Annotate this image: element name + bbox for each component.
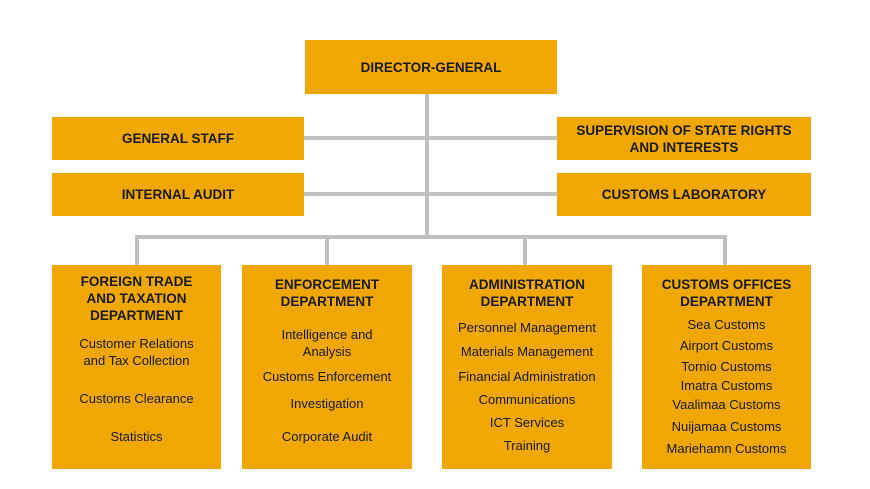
general-staff-box: GENERAL STAFF xyxy=(52,117,304,160)
general-staff-label: GENERAL STAFF xyxy=(121,131,234,146)
department-bus-line xyxy=(135,235,727,239)
dept-item: Mariehamn Customs xyxy=(666,441,787,456)
dept-item: Intelligence and Analysis xyxy=(281,327,373,359)
dept-item: Airport Customs xyxy=(679,338,774,353)
dept-item: Communications xyxy=(478,392,576,407)
dept-item: Imatra Customs xyxy=(680,378,773,393)
dept-item: Materials Management xyxy=(460,344,594,359)
drop-line-customs-offices xyxy=(723,235,727,265)
connector-laboratory xyxy=(429,192,557,196)
supervision-label: SUPERVISION OF STATE RIGHTS AND INTEREST… xyxy=(576,122,792,155)
customs-laboratory-label: CUSTOMS LABORATORY xyxy=(601,187,767,202)
dept-item: Statistics xyxy=(110,429,163,444)
supervision-box: SUPERVISION OF STATE RIGHTS AND INTEREST… xyxy=(557,117,811,160)
dept-administration-title: ADMINISTRATION DEPARTMENT xyxy=(469,277,585,309)
internal-audit-label: INTERNAL AUDIT xyxy=(121,187,235,202)
dept-foreign-trade-title: FOREIGN TRADE AND TAXATION DEPARTMENT xyxy=(80,274,193,323)
drop-line-foreign-trade xyxy=(135,235,139,265)
dept-item: Investigation xyxy=(290,396,364,411)
dept-item: Vaalimaa Customs xyxy=(672,397,781,412)
director-general-label: DIRECTOR-GENERAL xyxy=(360,59,502,75)
dept-administration-box: ADMINISTRATION DEPARTMENT Personnel Mana… xyxy=(442,265,612,469)
dept-item: Corporate Audit xyxy=(281,429,373,444)
director-general-box: DIRECTOR-GENERAL xyxy=(305,40,557,94)
dept-item: Tornio Customs xyxy=(681,359,772,374)
connector-internal-audit xyxy=(304,192,425,196)
connector-supervision xyxy=(429,136,557,140)
dept-item: Nuijamaa Customs xyxy=(671,419,782,434)
drop-line-administration xyxy=(523,235,527,265)
dept-item: Customs Enforcement xyxy=(262,369,392,384)
dept-customs-offices-title: CUSTOMS OFFICES DEPARTMENT xyxy=(661,277,792,309)
dept-item: Training xyxy=(503,438,551,453)
dept-enforcement-title: ENFORCEMENT DEPARTMENT xyxy=(274,277,380,309)
dept-item: Financial Administration xyxy=(458,369,596,384)
dept-item: Personnel Management xyxy=(457,320,597,335)
connector-general-staff xyxy=(304,136,425,140)
dept-foreign-trade-box: FOREIGN TRADE AND TAXATION DEPARTMENT Cu… xyxy=(52,265,221,469)
dept-enforcement-box: ENFORCEMENT DEPARTMENT Intelligence and … xyxy=(242,265,412,469)
customs-laboratory-box: CUSTOMS LABORATORY xyxy=(557,173,811,216)
dept-customs-offices-box: CUSTOMS OFFICES DEPARTMENT Sea Customs A… xyxy=(642,265,811,469)
internal-audit-box: INTERNAL AUDIT xyxy=(52,173,304,216)
dept-item: Customer Relations and Tax Collection xyxy=(79,336,194,368)
dept-item: Sea Customs xyxy=(687,317,766,332)
drop-line-enforcement xyxy=(325,235,329,265)
trunk-line xyxy=(425,94,429,236)
dept-item: ICT Services xyxy=(489,415,565,430)
dept-item: Customs Clearance xyxy=(79,391,194,406)
